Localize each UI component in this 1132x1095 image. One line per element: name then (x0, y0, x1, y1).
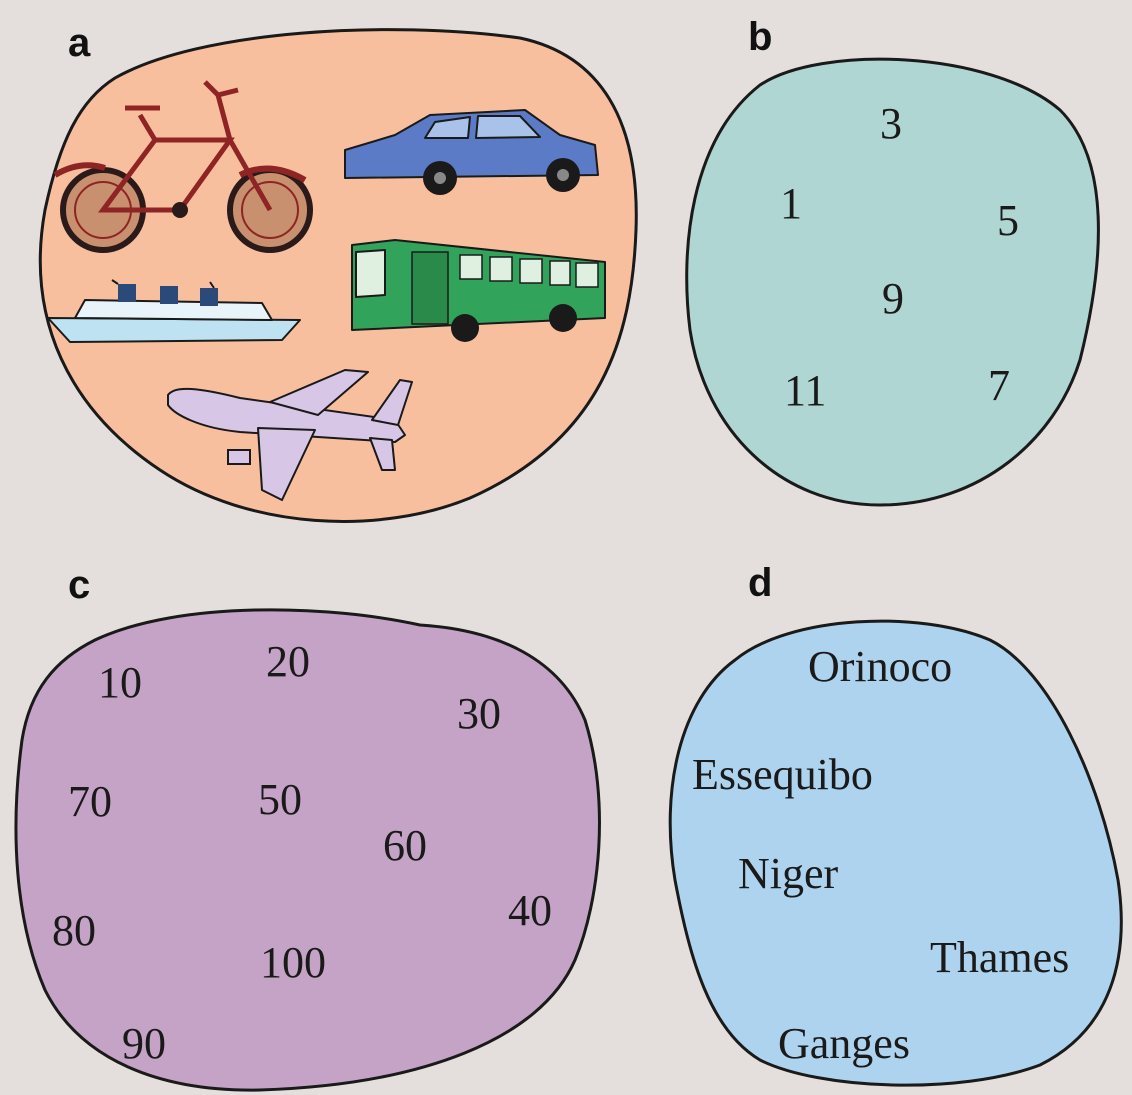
set-c-element: 10 (98, 658, 142, 707)
set-d-element: Ganges (778, 1019, 910, 1068)
panel-a: a (38, 21, 638, 523)
set-c-blob (14, 608, 601, 1092)
set-c-element: 70 (68, 777, 112, 826)
bicycle-icon (53, 80, 313, 253)
panel-c: c 10 20 30 70 50 60 40 80 100 90 (14, 563, 601, 1092)
set-c-element: 90 (122, 1019, 166, 1068)
set-c-element: 60 (383, 821, 427, 870)
set-d-element: Thames (930, 933, 1069, 982)
ship-icon (47, 279, 301, 343)
set-d-element: Orinoco (808, 642, 952, 691)
bus-icon (351, 239, 606, 342)
set-b-element: 1 (780, 179, 802, 228)
panel-b: b 3 1 5 9 11 7 (685, 15, 1100, 507)
panel-c-label: c (68, 563, 90, 607)
panel-d-label: d (748, 561, 772, 605)
set-c-element: 80 (52, 906, 96, 955)
panel-a-label: a (68, 21, 91, 65)
set-c-element: 30 (457, 689, 501, 738)
airplane-icon (167, 369, 413, 501)
panel-d: d Orinoco Essequibo Niger Thames Ganges (668, 561, 1123, 1087)
set-c-element: 40 (508, 886, 552, 935)
set-d-element: Essequibo (692, 750, 873, 799)
set-b-element: 5 (997, 196, 1019, 245)
set-b-blob (685, 57, 1100, 507)
set-b-element: 7 (988, 361, 1010, 410)
set-d-blob (668, 619, 1123, 1087)
set-c-element: 20 (266, 637, 310, 686)
set-c-element: 50 (258, 775, 302, 824)
set-b-element: 11 (784, 366, 826, 415)
set-b-element: 9 (882, 274, 904, 323)
set-d-element: Niger (738, 849, 839, 898)
panel-b-label: b (748, 15, 772, 59)
set-b-element: 3 (880, 99, 902, 148)
car-icon (344, 109, 599, 195)
set-c-element: 100 (260, 938, 326, 987)
